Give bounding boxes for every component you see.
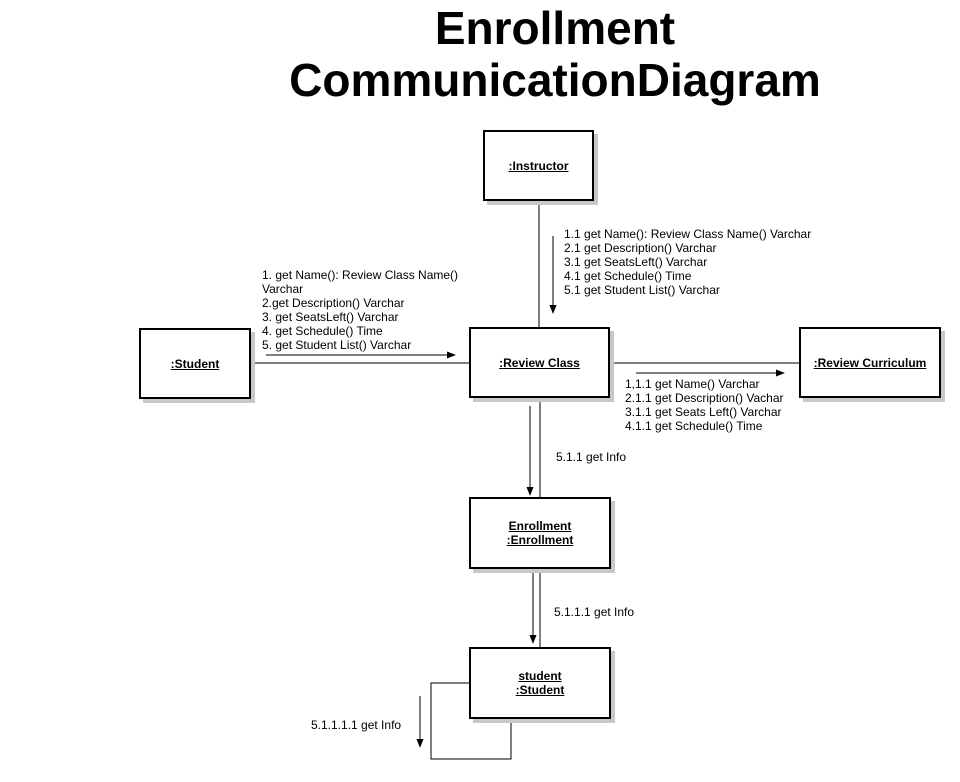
link-student-self	[430, 682, 512, 760]
enrollment-object-label: Enrollment :Enrollment	[506, 519, 574, 547]
student-instance-object[interactable]: student :Student	[469, 647, 611, 719]
student-object-label: :Student	[170, 356, 220, 371]
instructor-object[interactable]: :Instructor	[483, 130, 594, 201]
enrollment-object[interactable]: Enrollment :Enrollment	[469, 497, 611, 569]
review-class-object-label: :Review Class	[499, 355, 580, 370]
review-curriculum-object[interactable]: :Review Curriculum	[799, 327, 941, 398]
message-student-self: 5.1.1.1.1 get Info	[311, 718, 402, 732]
message-student-to-review-class: 1. get Name(): Review Class Name() Varch…	[262, 268, 459, 352]
instructor-object-label: :Instructor	[508, 158, 569, 173]
message-review-class-to-enrollment: 5.1.1 get Info	[556, 450, 627, 464]
message-instructor-to-review-class: 1.1 get Name(): Review Class Name() Varc…	[564, 227, 812, 297]
message-enrollment-to-student: 5.1.1.1 get Info	[554, 605, 635, 619]
student-instance-object-label: student :Student	[515, 669, 565, 697]
message-review-class-to-curriculum: 1,1.1 get Name() Varchar 2.1.1 get Descr…	[625, 377, 784, 433]
diagram-title-line-2: CommunicationDiagram	[289, 54, 821, 106]
review-class-object[interactable]: :Review Class	[469, 327, 610, 398]
diagram-title-line-1: Enrollment	[434, 2, 676, 54]
review-curriculum-object-label: :Review Curriculum	[813, 355, 927, 370]
student-object[interactable]: :Student	[139, 328, 251, 399]
